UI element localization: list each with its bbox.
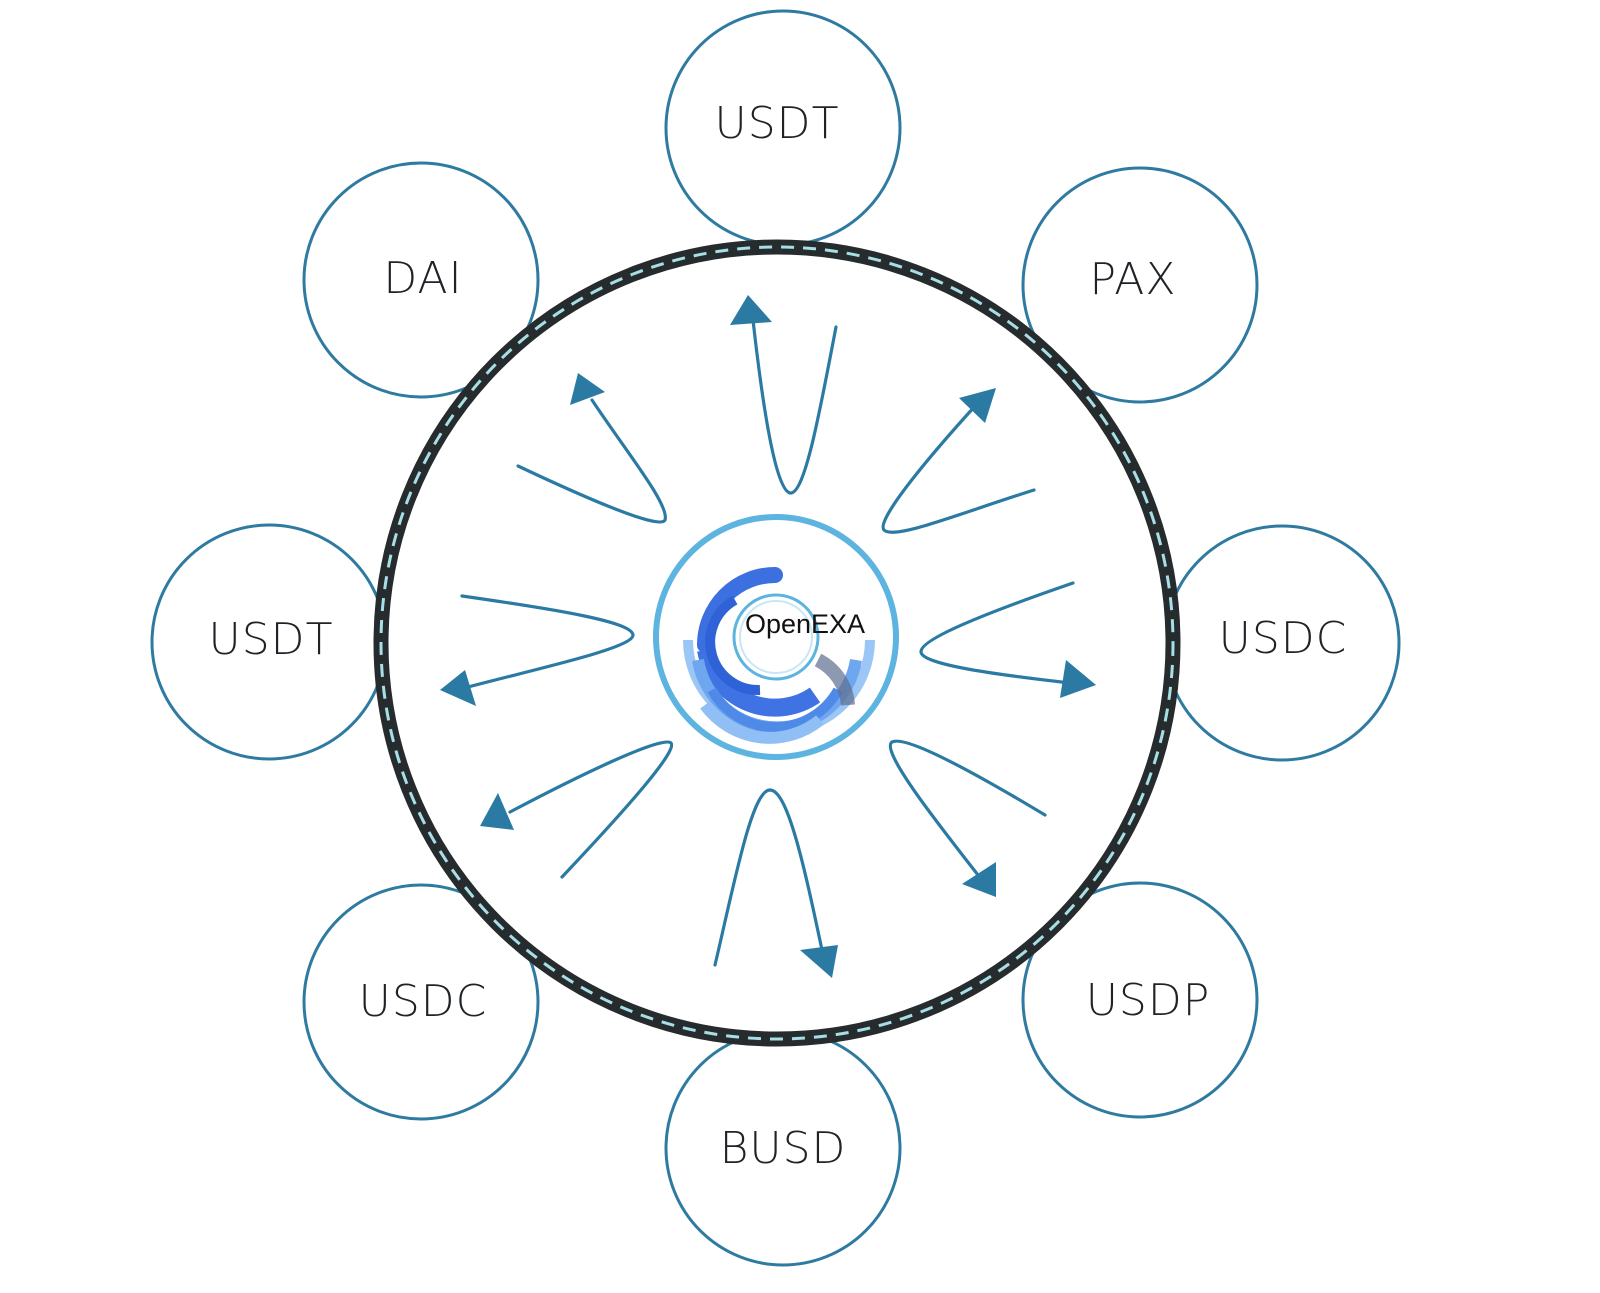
arrow-left bbox=[440, 594, 635, 706]
node-top-left-circle bbox=[302, 161, 540, 399]
central-ring-dashes bbox=[379, 245, 1175, 1041]
node-bottom-left: USDC bbox=[302, 883, 540, 1121]
node-top-left: DAI bbox=[302, 161, 540, 399]
arrow-top-right-head bbox=[959, 388, 996, 423]
arrow-bottom-left bbox=[480, 740, 674, 879]
arrow-right-head bbox=[1060, 660, 1096, 698]
node-top-right-label: PAX bbox=[1090, 254, 1177, 305]
node-bottom-right-label: USDP bbox=[1086, 975, 1211, 1026]
arrow-top-left-head bbox=[570, 373, 605, 405]
node-top: USDT bbox=[664, 9, 902, 247]
node-bottom-right-circle bbox=[1021, 881, 1259, 1119]
node-right-label: USDC bbox=[1219, 613, 1348, 664]
node-top-right: PAX bbox=[1021, 166, 1259, 404]
node-top-right-circle bbox=[1021, 166, 1259, 404]
node-bottom-label: BUSD bbox=[720, 1123, 847, 1174]
arrow-left-head bbox=[440, 670, 476, 706]
node-right: USDC bbox=[1163, 524, 1401, 762]
arrow-bottom bbox=[713, 788, 838, 978]
arrow-top-right bbox=[881, 388, 1036, 534]
arrow-top-head bbox=[730, 295, 772, 325]
arrow-bottom-right-head bbox=[962, 862, 996, 897]
node-bottom-left-circle bbox=[302, 883, 540, 1121]
hub: OpenEXA bbox=[653, 514, 899, 760]
arrow-bottom-right bbox=[888, 739, 1047, 897]
hub-label: OpenEXA bbox=[745, 609, 865, 639]
openexa-logo-icon bbox=[683, 567, 875, 744]
node-top-label: USDT bbox=[715, 98, 840, 149]
node-left: USDT bbox=[150, 523, 388, 761]
node-bottom-left-label: USDC bbox=[359, 976, 488, 1027]
node-left-label: USDT bbox=[209, 614, 334, 665]
node-bottom: BUSD bbox=[664, 1029, 902, 1267]
arrows bbox=[440, 295, 1096, 978]
node-top-left-label: DAI bbox=[383, 253, 462, 304]
arrow-top bbox=[730, 295, 838, 495]
arrow-top-left bbox=[516, 373, 667, 524]
arrow-bottom-head bbox=[800, 945, 838, 978]
node-bottom-right: USDP bbox=[1021, 881, 1259, 1119]
arrow-right bbox=[919, 581, 1096, 698]
arrow-bottom-left-head bbox=[480, 793, 514, 830]
